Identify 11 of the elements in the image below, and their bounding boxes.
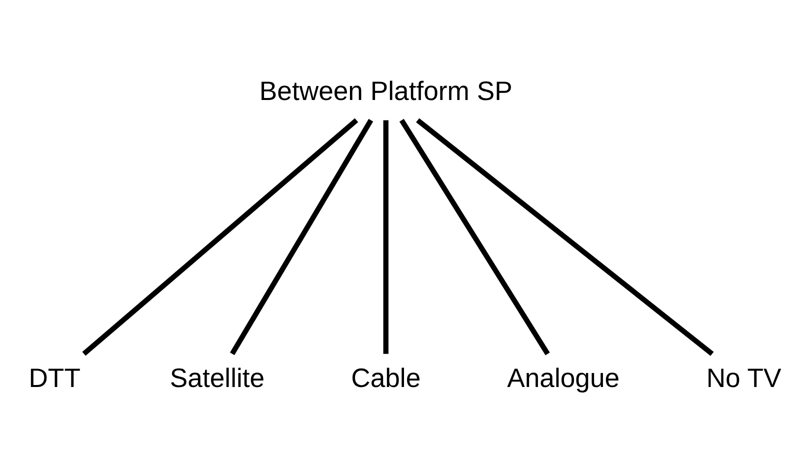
connector xyxy=(383,120,388,354)
connector xyxy=(416,118,714,356)
node-text: Analogue xyxy=(507,362,620,392)
connector xyxy=(82,118,358,356)
connector xyxy=(399,118,550,355)
connector xyxy=(230,118,374,355)
node-text: Cable xyxy=(351,362,421,392)
node-text: Between Platform SP xyxy=(259,76,512,106)
node-text: No TV xyxy=(706,362,782,392)
node-text: Satellite xyxy=(170,362,265,392)
node-text: DTT xyxy=(28,362,80,392)
